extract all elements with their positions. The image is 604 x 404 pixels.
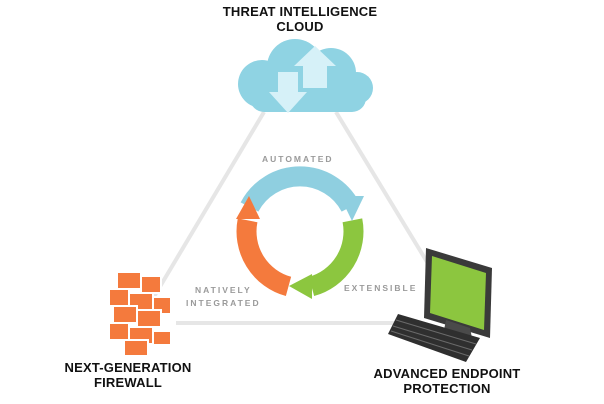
firewall-label-line2: FIREWALL (93, 375, 163, 390)
cycle-ring-icon (236, 166, 364, 299)
edge-label-extensible: EXTENSIBLE (344, 283, 418, 293)
edge-cloud-endpoint (334, 110, 440, 282)
monitor-screen (430, 256, 486, 330)
connection-triangle (150, 110, 440, 325)
endpoint-label: ADVANCED ENDPOINT PROTECTION (362, 366, 532, 396)
edge-label-automated: AUTOMATED (262, 154, 334, 164)
ring-segment-green (308, 218, 364, 297)
monitor-stand (444, 320, 472, 338)
cloud-label-line2: CLOUD (276, 19, 324, 34)
cloud-sync-icon (238, 39, 373, 113)
ring-segment-blue (240, 166, 360, 213)
endpoint-label-line2: PROTECTION (403, 381, 491, 396)
edge-label-natively-integrated: NATIVELY INTEGRATED (186, 284, 261, 310)
firewall-label-line1: NEXT-GENERATION (64, 360, 192, 375)
edge-label-integrated: INTEGRATED (186, 298, 261, 308)
ring-arrowhead-orange (236, 196, 260, 219)
download-arrow-icon (269, 72, 307, 113)
edge-label-natively: NATIVELY (195, 285, 252, 295)
edge-cloud-firewall (150, 110, 266, 302)
cloud-label-line1: THREAT INTELLIGENCE (222, 4, 378, 19)
brick-wall-icon (108, 271, 172, 357)
endpoint-label-line1: ADVANCED ENDPOINT (373, 366, 521, 381)
cloud-label: THREAT INTELLIGENCE CLOUD (200, 4, 400, 34)
upload-arrow-icon (294, 46, 336, 88)
ring-arrowhead-green (289, 274, 312, 299)
desktop-computer-icon (388, 248, 492, 362)
ring-arrowhead-blue (340, 196, 364, 221)
firewall-label: NEXT-GENERATION FIREWALL (48, 360, 208, 390)
ring-segment-orange (236, 218, 292, 297)
